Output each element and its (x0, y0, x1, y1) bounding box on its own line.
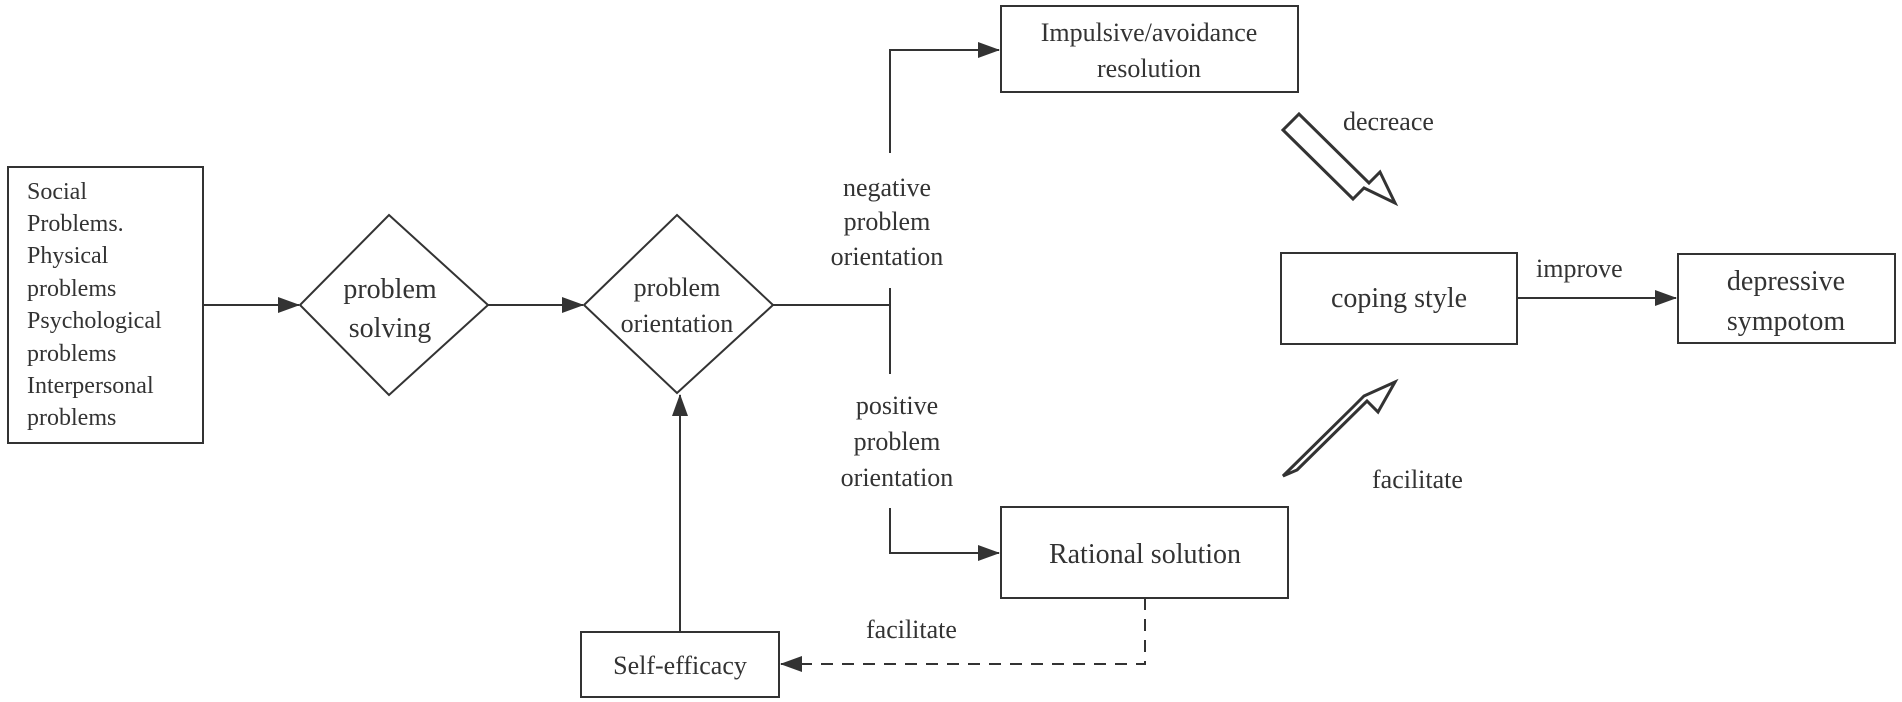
impulsive-resolution-line-1: Impulsive/avoidance (1041, 18, 1258, 47)
positive-orientation-line-2: problem (854, 427, 941, 456)
facilitate-coping-label: facilitate (1372, 465, 1463, 494)
impulsive-resolution-line-2: resolution (1097, 54, 1201, 83)
problem-solving-line-2: solving (349, 313, 431, 344)
negative-orientation-label: negative problem orientation (831, 173, 944, 271)
decrease-label: decreace (1343, 107, 1434, 136)
negative-orientation-line-1: negative (843, 173, 931, 202)
problem-sources-line-1: Social (27, 179, 87, 205)
negative-orientation-line-2: problem (844, 207, 931, 236)
depressive-symptom-line-1: depressive (1727, 266, 1845, 297)
problem-sources-line-7: Interpersonal (27, 373, 154, 399)
problem-orientation-diamond: problem orientation (582, 213, 775, 395)
problem-sources-line-4: problems (27, 276, 116, 302)
positive-orientation-line-3: orientation (841, 463, 954, 492)
problem-sources-box: Social Problems. Physical problems Psych… (7, 166, 204, 444)
depressive-symptom-box: depressive sympotom (1677, 253, 1896, 344)
problem-sources-line-3: Physical (27, 243, 109, 269)
problem-sources-line-8: problems (27, 405, 116, 431)
edge-negative-to-impulsive (889, 42, 1000, 153)
self-efficacy-label: Self-efficacy (613, 651, 747, 680)
improve-label: improve (1536, 254, 1623, 283)
edge-positive-to-rational (889, 508, 1000, 561)
problem-solving-diamond: problem solving (298, 213, 490, 397)
self-efficacy-box: Self-efficacy (580, 631, 780, 698)
negative-orientation-line-3: orientation (831, 242, 944, 271)
coping-style-box: coping style (1280, 252, 1518, 345)
facilitate-self-efficacy-label: facilitate (866, 615, 957, 644)
decrease-hollow-arrow (1280, 111, 1399, 207)
problem-orientation-line-2: orientation (621, 309, 734, 338)
depressive-symptom-line-2: sympotom (1727, 306, 1845, 337)
problem-sources-line-2: Problems. (27, 211, 124, 237)
rational-solution-label: Rational solution (1049, 539, 1241, 570)
impulsive-resolution-box: Impulsive/avoidance resolution (1000, 5, 1299, 93)
positive-orientation-line-1: positive (856, 391, 938, 420)
problem-orientation-line-1: problem (634, 273, 721, 302)
facilitate-hollow-arrow (1281, 378, 1399, 478)
problem-solving-line-1: problem (343, 274, 437, 305)
problem-sources-line-6: problems (27, 341, 116, 367)
rational-solution-box: Rational solution (1000, 506, 1289, 599)
coping-style-label: coping style (1331, 283, 1467, 314)
problem-sources-line-5: Psychological (27, 308, 162, 334)
edge-rational-to-self-efficacy (780, 598, 1146, 672)
positive-orientation-label: positive problem orientation (841, 391, 954, 492)
